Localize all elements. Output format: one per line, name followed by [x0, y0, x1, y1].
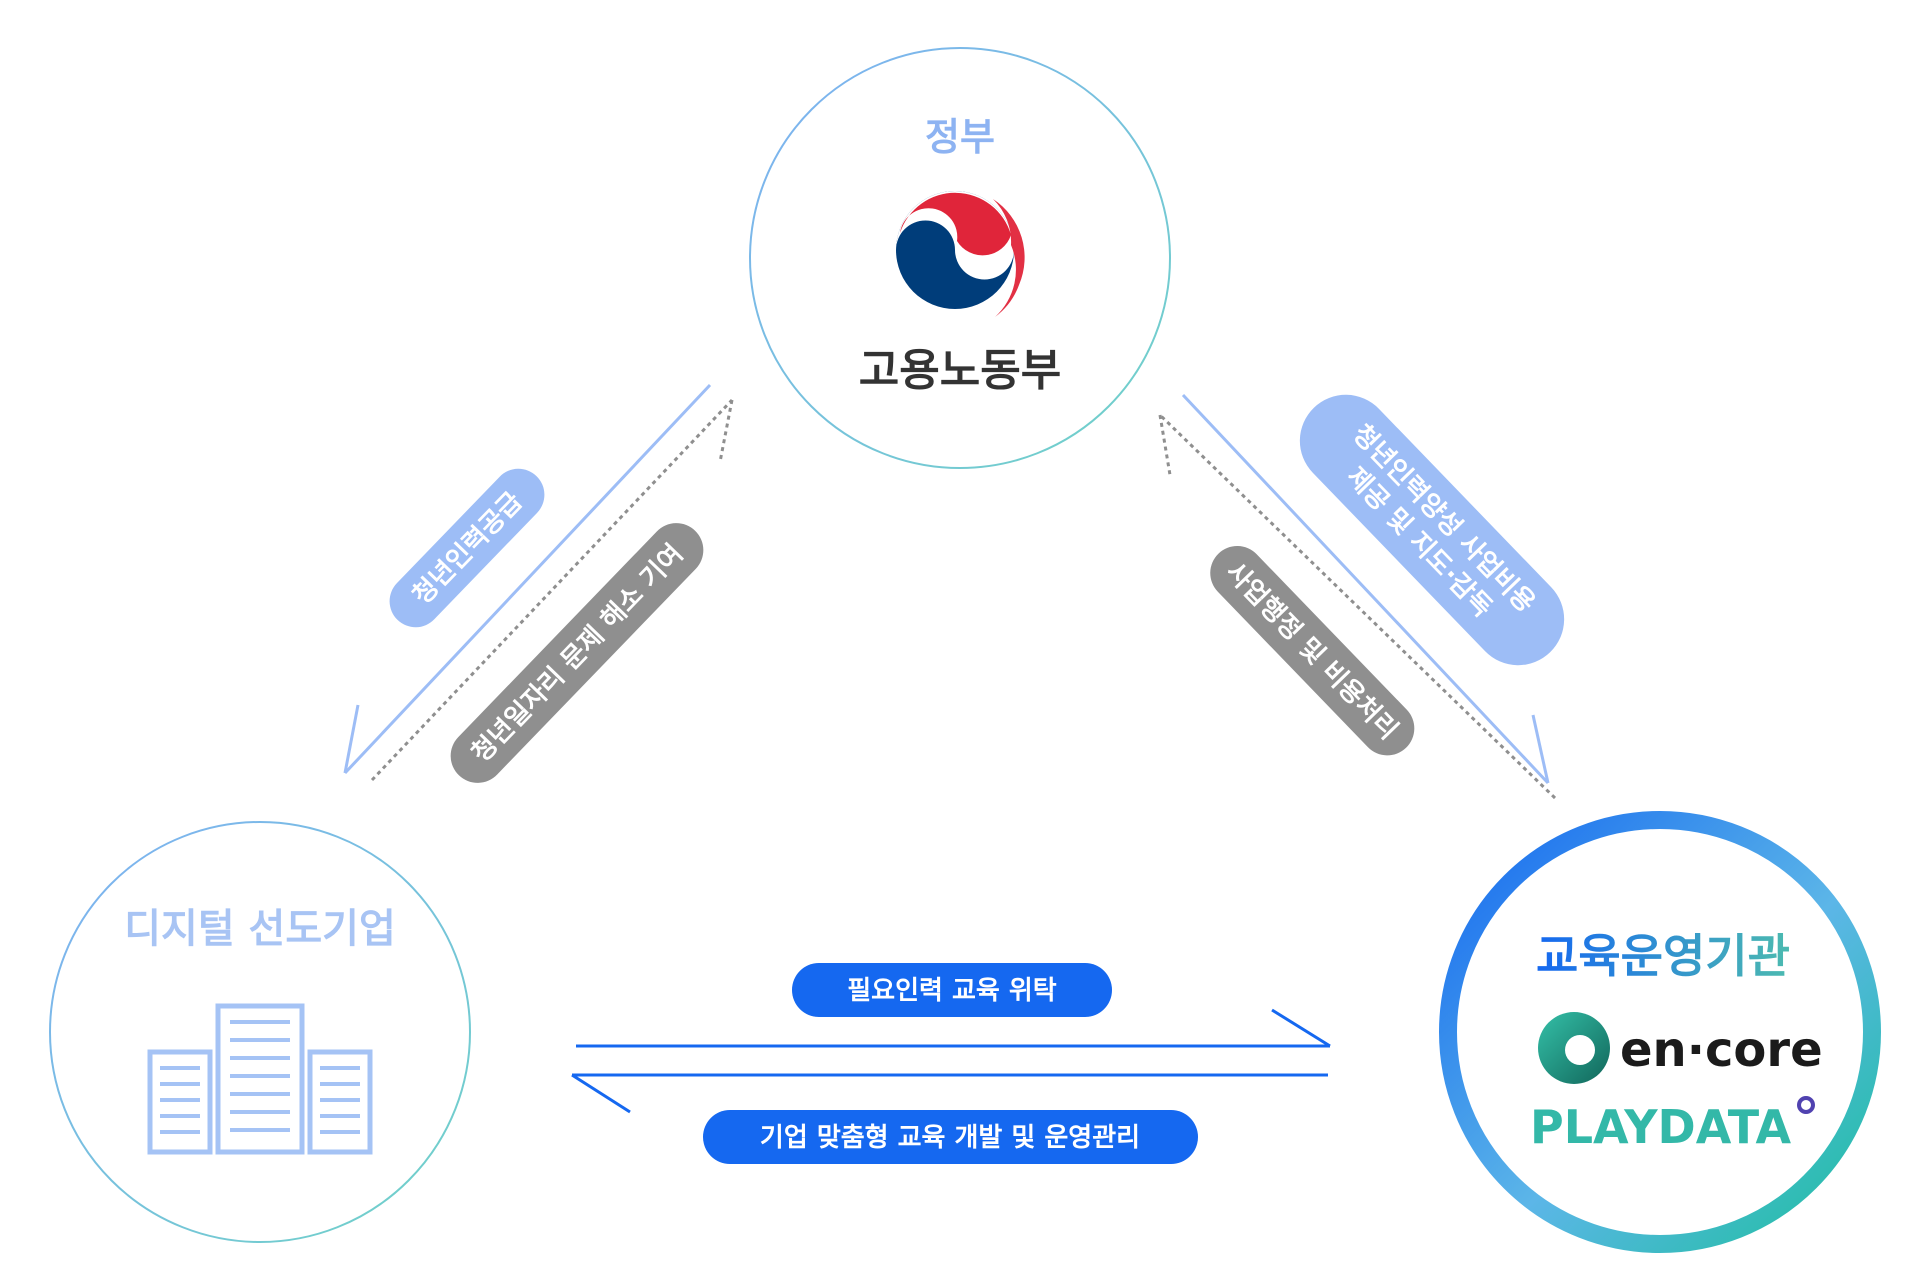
institution-title: 교육운영기관	[1536, 929, 1790, 983]
playdata-dot-icon	[1797, 1096, 1815, 1114]
encore-logo: en·core	[1538, 1012, 1823, 1084]
arrow-head-icon	[1271, 1008, 1331, 1048]
flow-company-to-institution: 필요인력 교육 위탁	[576, 963, 1331, 1048]
pill-funding	[1299, 394, 1565, 666]
label-commission: 필요인력 교육 위탁	[847, 976, 1057, 1006]
playdata-logo: PLAYDATA	[1530, 1096, 1815, 1154]
label-custom: 기업 맞춤형 교육 개발 및 운영관리	[760, 1123, 1140, 1153]
pill-contribution	[450, 523, 704, 783]
encore-wordmark: en·core	[1620, 1022, 1823, 1078]
company-circle	[49, 821, 471, 1243]
playdata-wordmark: PLAYDATA	[1530, 1100, 1792, 1154]
institution-ring	[1439, 811, 1881, 1253]
arrow-head-icon	[571, 1073, 631, 1114]
company-node: 디지털 선도기업	[49, 821, 471, 1243]
arrow-line-supply	[343, 383, 712, 775]
pill-supply	[389, 468, 545, 628]
flow-institution-to-company: 기업 맞춤형 교육 개발 및 운영관리	[571, 1073, 1328, 1164]
arrow-line-funding	[1181, 393, 1550, 785]
label-supply: 청년인력공급	[407, 487, 528, 611]
label-contribution: 청년일자리 문제 해소 기여	[466, 539, 689, 769]
institution-node: 교육운영기관 en·core PLAYDATA	[1439, 811, 1881, 1253]
arrow-head-icon	[343, 704, 360, 774]
dotted-head-icon	[1158, 414, 1172, 476]
ministry-name: 고용노동부	[859, 345, 1061, 396]
government-node: 정부 고용노동부	[749, 47, 1171, 469]
company-title: 디지털 선도기업	[124, 906, 396, 952]
dotted-head-icon	[718, 399, 734, 463]
dotted-line-admin	[1158, 413, 1557, 800]
taegeuk-emblem-icon	[896, 191, 1025, 317]
buildings-icon	[147, 1003, 373, 1155]
government-title: 정부	[925, 115, 995, 159]
label-admin: 사업행정 및 비용처리	[1220, 557, 1404, 746]
arrow-head-icon	[1531, 714, 1550, 784]
pill-custom	[703, 1110, 1198, 1164]
pill-commission	[792, 963, 1112, 1017]
pill-admin	[1210, 546, 1415, 756]
